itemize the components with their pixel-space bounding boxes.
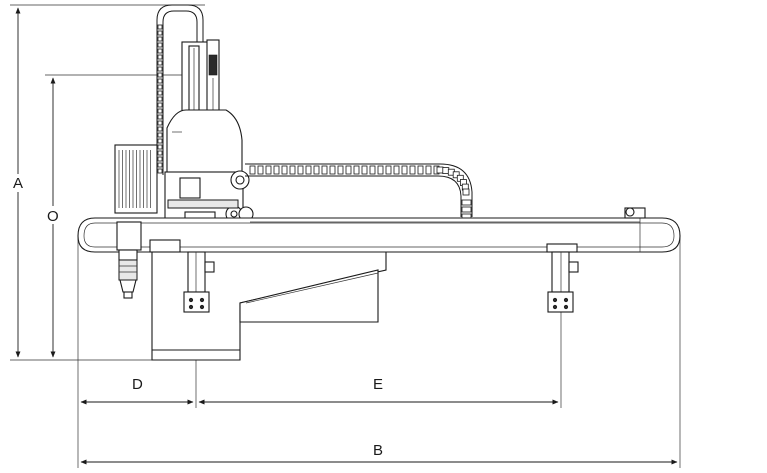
left-gripper xyxy=(116,221,142,299)
dimension-lines xyxy=(10,4,681,468)
control-box xyxy=(114,144,158,214)
left-support-post xyxy=(183,251,215,313)
dimension-label-o: O xyxy=(47,208,59,225)
right-support-post xyxy=(546,243,579,313)
dimension-label-a: A xyxy=(13,175,23,192)
base-frame xyxy=(149,239,387,361)
vertical-cable-chain xyxy=(156,4,204,175)
dimension-label-e: E xyxy=(373,376,383,393)
dimension-label-d: D xyxy=(132,376,143,393)
dimension-label-b: B xyxy=(373,442,383,459)
main-beam xyxy=(77,207,681,253)
horizontal-cable-chain xyxy=(245,163,473,220)
machine xyxy=(77,4,681,361)
